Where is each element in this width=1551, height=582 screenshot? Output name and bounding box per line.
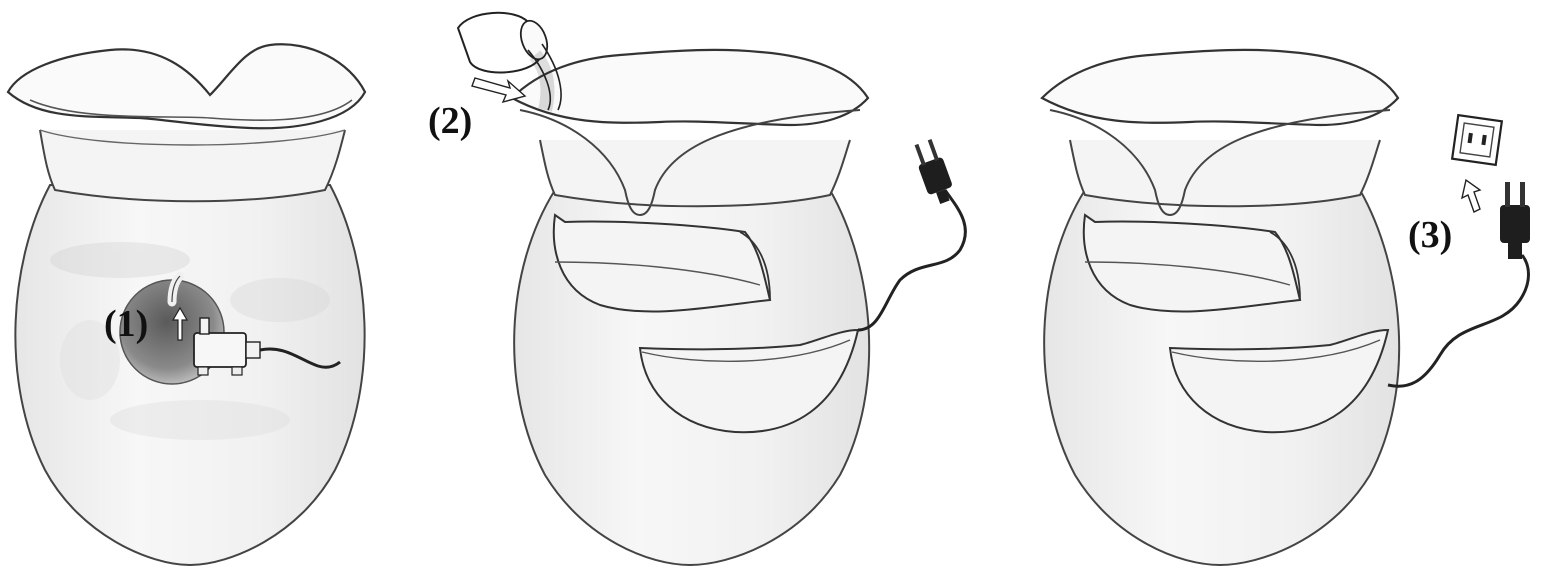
- vase-panel-3: [1042, 50, 1530, 565]
- step-label-3: (3): [1408, 216, 1452, 254]
- step-label-1: (1): [104, 305, 148, 343]
- power-plug-icon: [1500, 182, 1530, 259]
- vase-panel-1: [8, 44, 365, 565]
- arrow-pour-icon: [472, 78, 525, 102]
- vase-panel-2: [458, 13, 965, 565]
- wall-outlet-icon: [1452, 115, 1502, 165]
- arrow-up-icon: [1462, 180, 1480, 212]
- step-label-2: (2): [428, 102, 472, 140]
- vase-neck: [40, 130, 345, 201]
